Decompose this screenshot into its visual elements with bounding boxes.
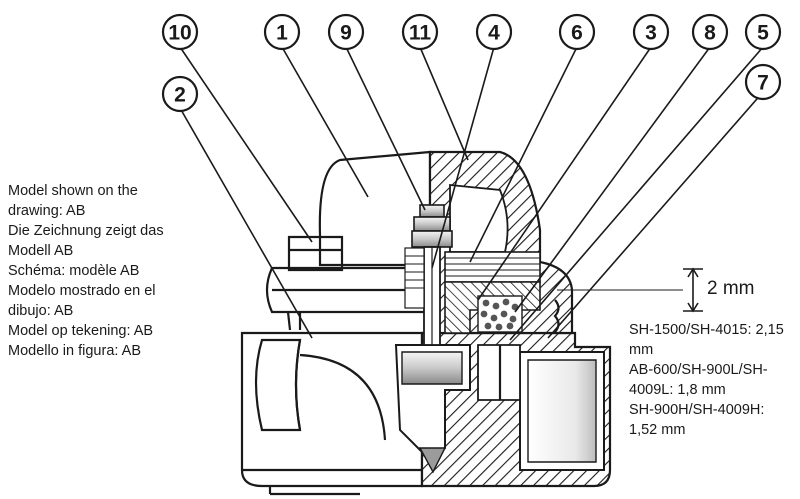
gap-spec-line: SH-1500/SH-4015: 2,15 <box>629 322 784 338</box>
svg-text:9: 9 <box>340 22 352 45</box>
model-note-line: Model shown on the <box>8 183 138 199</box>
callout-6: 6 <box>558 13 596 51</box>
callout-7: 7 <box>744 63 782 101</box>
svg-text:3: 3 <box>645 22 657 45</box>
center-spindle <box>404 204 453 346</box>
callout-11: 11 <box>401 13 439 51</box>
model-note-line: Model op tekening: AB <box>8 323 154 339</box>
callout-1: 1 <box>263 13 301 51</box>
cap-assembly <box>265 150 574 335</box>
callout-4: 4 <box>475 13 513 51</box>
model-note-line: Modello in figura: AB <box>8 343 141 359</box>
svg-text:11: 11 <box>409 22 432 45</box>
callout-5: 5 <box>744 13 782 51</box>
model-note-line: Schéma: modèle AB <box>8 263 140 279</box>
svg-text:6: 6 <box>571 22 583 45</box>
callout-9: 9 <box>327 13 365 51</box>
gap-spec-line: 4009L: 1,8 mm <box>629 382 726 398</box>
svg-text:5: 5 <box>757 22 769 45</box>
gap-spec-line: SH-900H/SH-4009H: <box>629 402 765 418</box>
model-note-line: Die Zeichnung zeigt das <box>8 223 164 239</box>
dimension-label: 2 mm <box>707 278 755 299</box>
gap-spec-line: mm <box>629 342 654 358</box>
svg-text:4: 4 <box>488 22 500 45</box>
strainer-balls <box>477 295 523 333</box>
gap-specification-note: SH-1500/SH-4015: 2,15 mm AB-600/SH-900L/… <box>629 320 800 440</box>
svg-text:8: 8 <box>704 22 716 45</box>
dimension-marker <box>557 267 703 313</box>
svg-text:7: 7 <box>757 72 769 95</box>
gap-spec-line: AB-600/SH-900L/SH- <box>629 362 768 378</box>
model-note-line: Modelo mostrado en el <box>8 283 156 299</box>
callout-3: 3 <box>632 13 670 51</box>
gap-spec-line: 1,52 mm <box>629 422 686 438</box>
model-note: Model shown on the drawing: AB Die Zeich… <box>8 181 218 361</box>
svg-text:10: 10 <box>168 22 191 45</box>
leader-lines <box>179 46 764 341</box>
callout-8: 8 <box>691 13 729 51</box>
svg-text:1: 1 <box>276 22 288 45</box>
valve-body <box>240 331 612 496</box>
callout-2: 2 <box>161 75 199 113</box>
svg-text:2: 2 <box>174 84 186 107</box>
model-note-line: Modell AB <box>8 243 74 259</box>
callout-10: 10 <box>161 13 199 51</box>
model-note-line: drawing: AB <box>8 203 86 219</box>
model-note-line: dibujo: AB <box>8 303 74 319</box>
disc-stack <box>444 251 541 283</box>
